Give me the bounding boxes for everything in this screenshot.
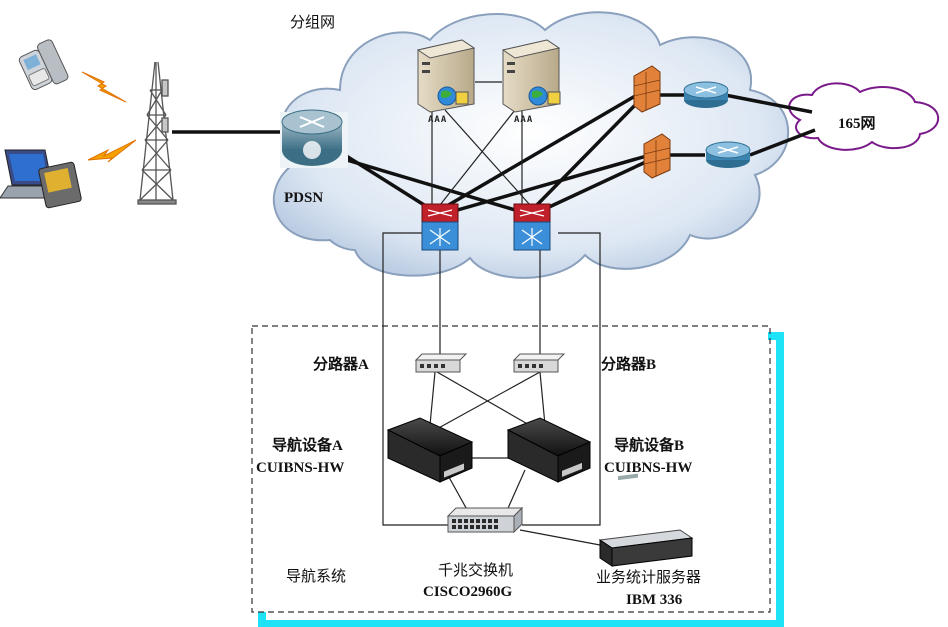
lightning-icon [81, 71, 127, 103]
internet-165-cloud [788, 82, 940, 151]
pdsn-router-icon [280, 109, 348, 168]
aaa-server-1-icon [416, 39, 476, 113]
core-switch-1-icon [421, 203, 459, 251]
gigabit-switch-name: 千兆交换机 [438, 561, 513, 579]
nav-device-b-name: 导航设备B [614, 436, 684, 454]
stats-server-model: IBM 336 [626, 592, 683, 608]
nav-device-a-icon [386, 417, 474, 483]
nav-device-a-model: CUIBNS-HW [256, 460, 344, 476]
links-thick [172, 90, 816, 217]
gigabit-switch-icon [446, 506, 524, 534]
pdsn-label: PDSN [284, 190, 323, 206]
navigation-system-box [251, 325, 784, 627]
edge-router-2-icon [705, 141, 751, 168]
firewall-2-icon [643, 133, 671, 179]
internet-165-label: 165网 [838, 115, 876, 132]
core-switch-2-icon [513, 203, 551, 251]
packet-network-label: 分组网 [290, 13, 335, 31]
nav-device-b-icon [506, 417, 592, 483]
radio-tower-icon [137, 61, 177, 205]
stats-server-icon [598, 473, 694, 567]
lightning-icon [87, 139, 137, 163]
firewall-1-icon [633, 65, 661, 113]
links-thin [382, 81, 601, 546]
nav-device-a-name: 导航设备A [272, 436, 343, 454]
mobile-phone-icon [18, 39, 69, 91]
nav-device-b-model: CUIBNS-HW [604, 460, 692, 476]
aaa-server-2-icon [501, 39, 561, 113]
aaa-label-1: AAA [428, 115, 447, 125]
edge-router-1-icon [683, 81, 729, 108]
laptop-icon [0, 149, 82, 209]
splitter-b-icon [512, 353, 566, 373]
splitter-a-label: 分路器A [313, 355, 369, 373]
splitter-b-label: 分路器B [601, 355, 656, 373]
aaa-label-2: AAA [514, 115, 533, 125]
splitter-a-icon [414, 353, 468, 373]
stats-server-name: 业务统计服务器 [596, 568, 701, 586]
gigabit-switch-model: CISCO2960G [423, 584, 513, 600]
nav-system-label: 导航系统 [286, 567, 346, 585]
